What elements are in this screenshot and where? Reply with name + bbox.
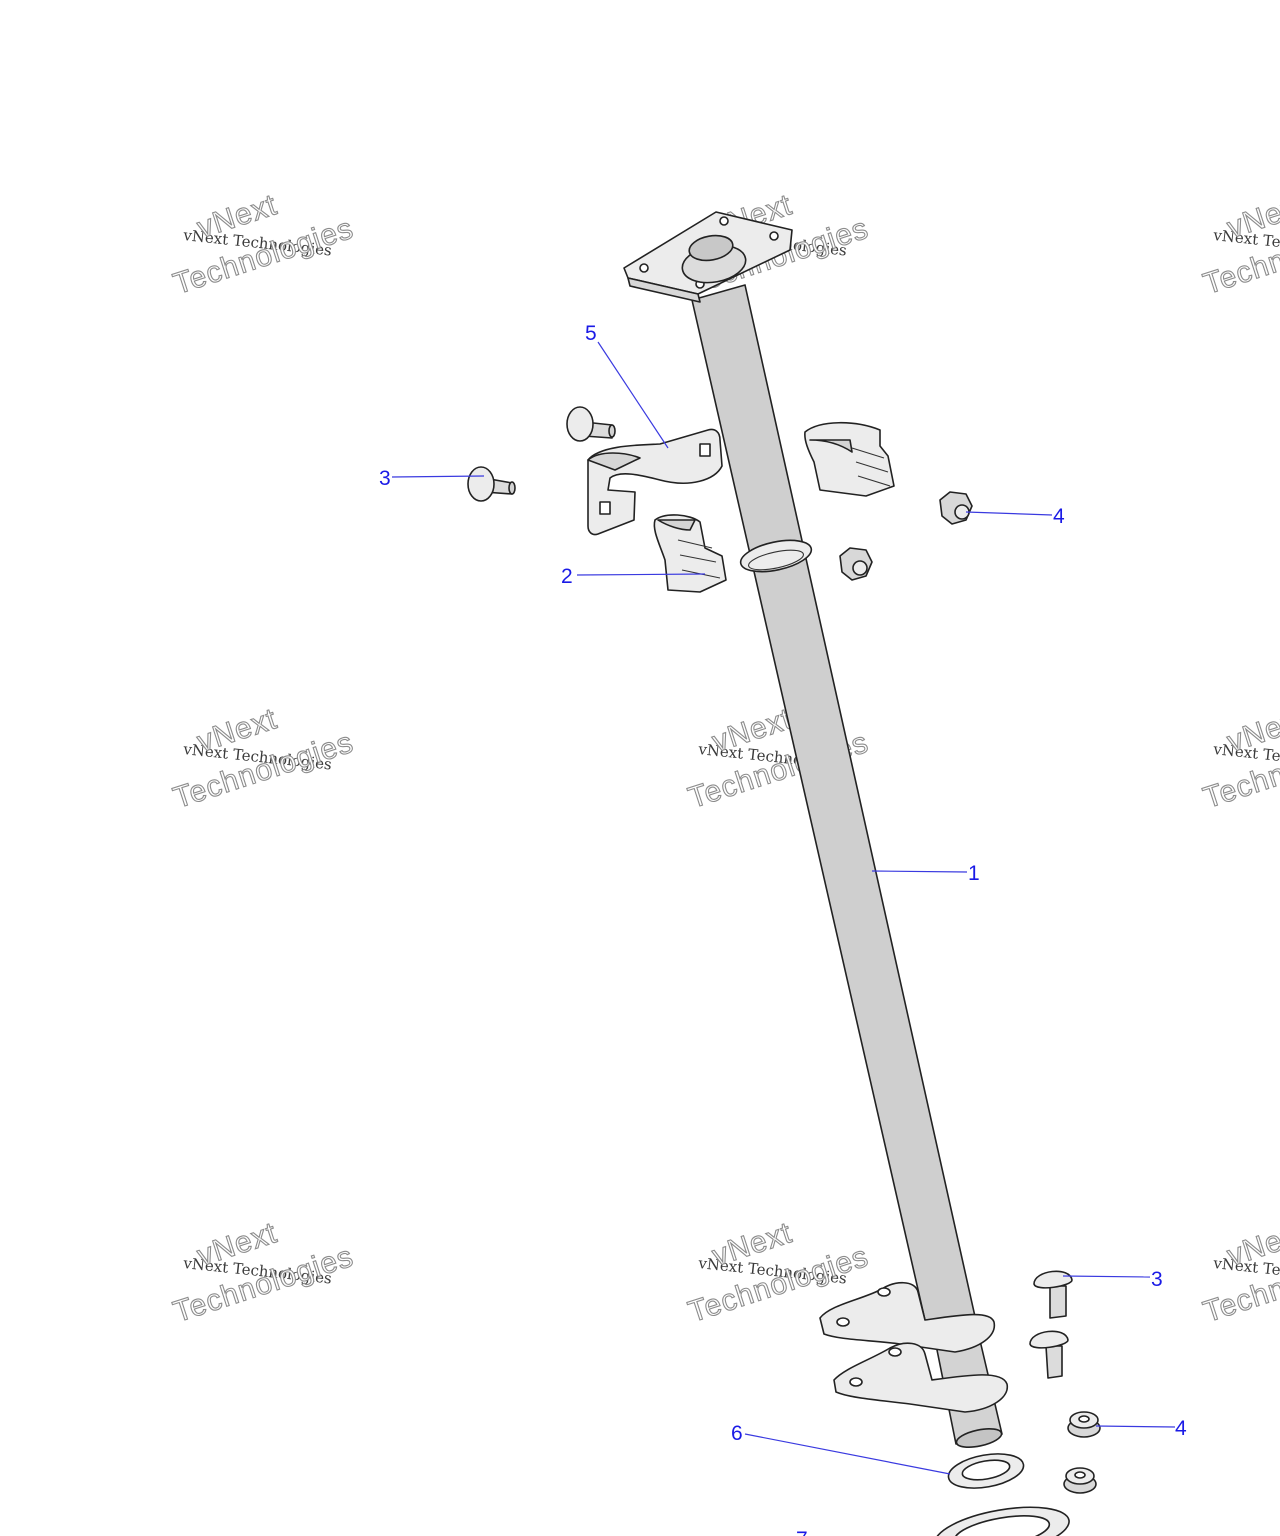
watermark: vNext Technologies vNext Technologies xyxy=(1199,702,1280,816)
part-3-bolt-left xyxy=(467,466,516,502)
leader-line-1 xyxy=(871,870,968,873)
callout-4-lower: 4 xyxy=(1175,1417,1187,1440)
leader-line-3a xyxy=(391,475,485,478)
watermark: vNext Technologies vNext Technologies xyxy=(169,1216,358,1330)
part-6-washer xyxy=(947,1453,1025,1489)
part-4-nut-1 xyxy=(939,491,973,525)
watermark: vNext Technologies vNext Technologies xyxy=(1199,1216,1280,1330)
part-4-nut-2 xyxy=(839,547,873,581)
part-2-bushing-lower xyxy=(653,514,727,593)
watermark: vNext Technologies vNext Technologies xyxy=(169,188,358,302)
leader-line-2 xyxy=(576,573,706,576)
callout-5: 5 xyxy=(585,322,597,345)
leader-line-6 xyxy=(744,1433,951,1475)
callout-3-right: 3 xyxy=(1151,1268,1163,1291)
leader-lines xyxy=(391,341,1176,1475)
part-5-clamp-bracket xyxy=(587,428,723,536)
part-1-steering-shaft xyxy=(623,211,1008,1448)
watermark: vNext Technologies vNext Technologies xyxy=(169,702,358,816)
part-7-seal xyxy=(934,1506,1070,1536)
leader-line-4a xyxy=(965,511,1053,516)
part-3-carriage-bolt-2 xyxy=(1029,1330,1069,1379)
callout-7: 7 xyxy=(796,1528,808,1536)
part-2-bushing-upper xyxy=(804,421,895,497)
watermark: vNext Technologies vNext Technologies xyxy=(1199,188,1280,302)
callout-2: 2 xyxy=(561,565,573,588)
callout-labels: 1 2 3 3 4 4 5 6 7 xyxy=(379,322,1187,1536)
part-3-carriage-bolt-1 xyxy=(1033,1270,1073,1319)
part-3-bolt-upper xyxy=(566,406,616,442)
leader-line-5 xyxy=(597,341,669,449)
callout-1: 1 xyxy=(968,862,980,885)
leader-line-3b xyxy=(1062,1275,1151,1278)
leader-line-4b xyxy=(1095,1425,1176,1428)
part-4-nut-3 xyxy=(1067,1411,1101,1438)
callout-4-upper: 4 xyxy=(1053,505,1065,528)
part-4-nut-4 xyxy=(1063,1467,1097,1494)
callout-6: 6 xyxy=(731,1422,743,1445)
callout-3-left: 3 xyxy=(379,467,391,490)
